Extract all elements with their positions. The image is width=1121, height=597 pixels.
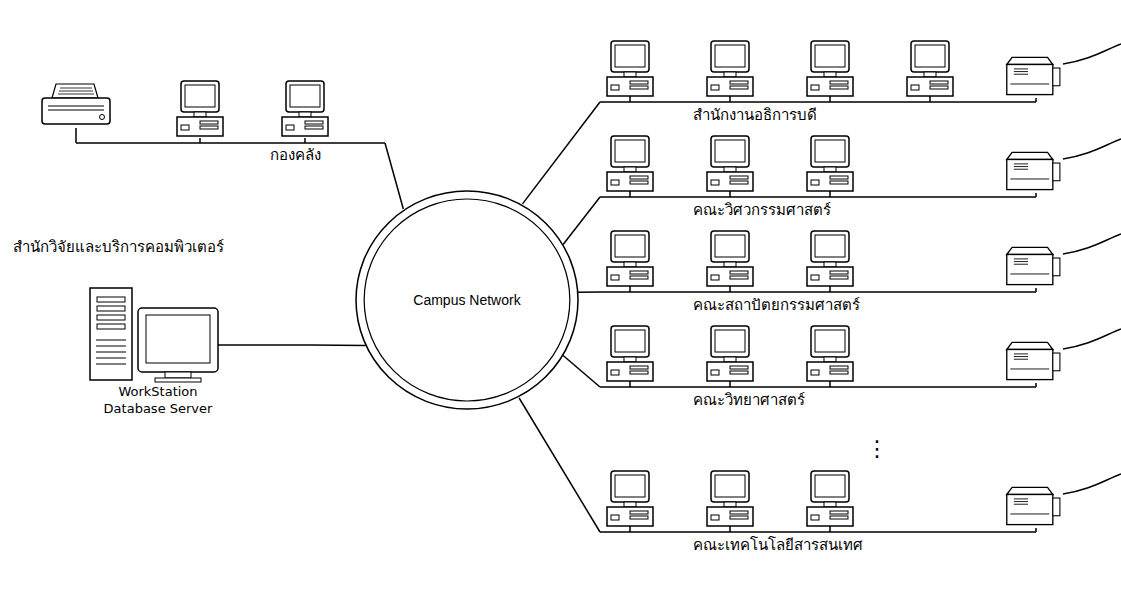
bus-line (600, 191, 1036, 197)
printer-icon (1007, 152, 1060, 189)
network-link (563, 356, 600, 388)
bus-line (600, 381, 1036, 387)
group-name: คณะวิทยาศาสตร์ (690, 391, 808, 411)
network-group: สำนักวิจัยและบริการคอมพิวเตอร์ WorkStatio… (5, 232, 310, 427)
group-name: คณะเทคโนโลยีสารสนเทศ (690, 536, 866, 556)
network-link (519, 398, 600, 532)
printer-icon (1007, 342, 1060, 379)
group-name: กองคลัง (267, 146, 324, 166)
printer-icon (42, 84, 110, 124)
network-group: คณะสถาปัตยกรรมศาสตร์ (600, 226, 1115, 318)
computer-icon (707, 326, 753, 381)
printer-cable (1063, 474, 1121, 494)
computer-icon (807, 231, 853, 286)
computer-icon (607, 231, 653, 286)
computer-icon (707, 471, 753, 526)
computer-icon (177, 81, 223, 136)
printer-icon (1007, 57, 1060, 94)
device-label: WorkStation Database Server (93, 384, 223, 418)
group-name: สำนักวิจัยและบริการคอมพิวเตอร์ (10, 238, 227, 258)
computer-icon (807, 136, 853, 191)
printer-cable (1063, 234, 1121, 254)
computer-icon (607, 136, 653, 191)
network-link (310, 344, 366, 346)
network-link (578, 291, 600, 293)
computer-icon (607, 41, 653, 96)
network-link (563, 197, 600, 245)
group-name: สำนักงานอธิการบดี (690, 106, 820, 126)
bus-line (600, 96, 1036, 102)
bus-line (600, 286, 1036, 292)
computer-icon (807, 471, 853, 526)
printer-cable (1063, 44, 1121, 64)
computer-icon (707, 136, 753, 191)
computer-icon (907, 41, 953, 96)
printer-icon (1007, 247, 1060, 284)
group-name: Campus Network (355, 291, 579, 309)
bus-line (218, 344, 310, 346)
group-name: คณะสถาปัตยกรรมศาสตร์ (690, 296, 863, 316)
printer-icon (1007, 487, 1060, 524)
computer-icon (282, 81, 328, 136)
computer-icon (707, 41, 753, 96)
computer-icon (807, 326, 853, 381)
computer-icon (807, 41, 853, 96)
server-icon (90, 288, 218, 382)
network-group: คณะวิศวกรรมศาสตร์ (600, 131, 1115, 223)
network-group: คณะเทคโนโลยีสารสนเทศ (600, 466, 1115, 558)
printer-cable (1063, 139, 1121, 159)
network-circle: Campus Network (355, 190, 579, 410)
bus-line (76, 128, 385, 143)
network-link (523, 102, 601, 204)
bus-line (600, 526, 1036, 532)
computer-icon (607, 471, 653, 526)
network-link (385, 143, 403, 209)
printer-cable (1063, 329, 1121, 349)
computer-icon (607, 326, 653, 381)
computer-icon (707, 231, 753, 286)
network-group: คณะวิทยาศาสตร์ (600, 321, 1115, 413)
network-group: สำนักงานอธิการบดี (600, 36, 1115, 128)
continuation-mark: ⋮ (866, 438, 888, 460)
group-name: คณะวิศวกรรมศาสตร์ (690, 201, 834, 221)
network-group: กองคลัง (35, 76, 385, 168)
